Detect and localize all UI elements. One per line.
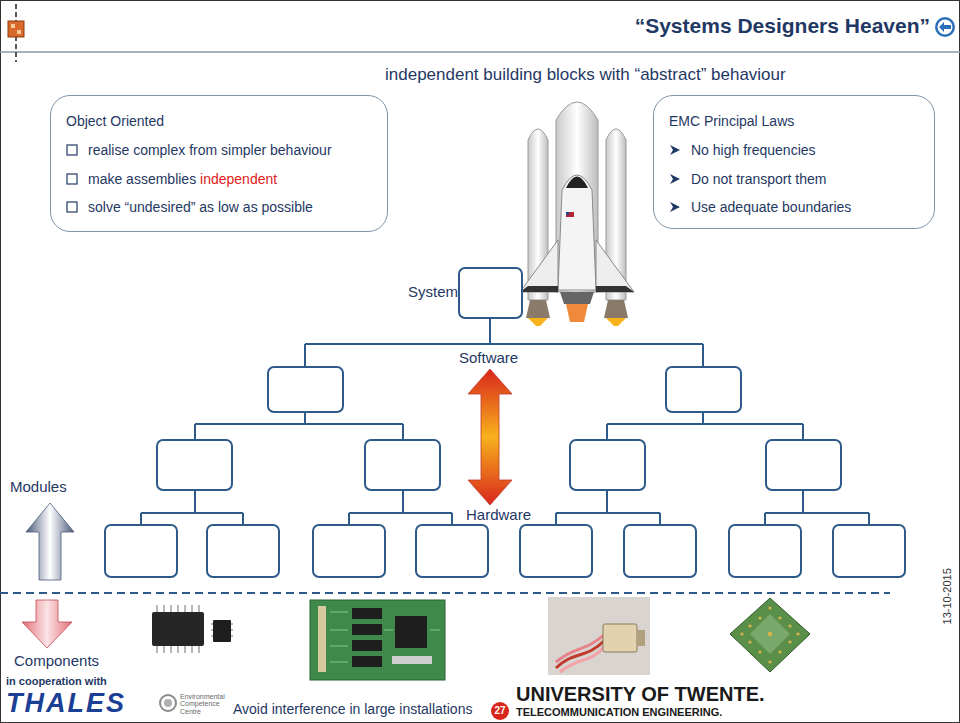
- double-arrow: [468, 369, 512, 505]
- page-number: 27: [491, 702, 509, 720]
- bullet-text: make assemblies: [88, 171, 196, 187]
- checkbox-bullet: [66, 144, 78, 156]
- cable-connector: [548, 597, 650, 675]
- down-arrow: [22, 600, 72, 648]
- bullet-text: Do not transport them: [691, 171, 826, 187]
- box-heading: Object Oriented: [66, 113, 164, 129]
- bullet-line: Use adequate boundaries: [669, 199, 920, 216]
- bullet-text: No high frequencies: [691, 142, 816, 158]
- checkbox-bullet: [66, 201, 78, 213]
- checkbox-bullet: [66, 173, 78, 185]
- arrow-bullet: [669, 173, 681, 185]
- slide-title: “Systems Designers Heaven”: [635, 14, 930, 38]
- hierarchy-tree: [105, 268, 905, 577]
- bullet-line: Do not transport them: [669, 171, 920, 188]
- level-label: Software: [457, 349, 520, 366]
- space-shuttle: [520, 102, 634, 326]
- subtitle: independent building blocks with “abstra…: [385, 65, 786, 85]
- level-label: Components: [14, 652, 99, 669]
- level-label: System: [408, 283, 458, 300]
- department-name: TELECOMMUNICATION ENGINEERING.: [516, 706, 722, 719]
- up-arrow: [26, 503, 74, 580]
- arrow-bullet: [669, 201, 681, 213]
- ic-chips: [152, 605, 233, 653]
- bullet-text: realise complex from simpler behaviour: [88, 142, 332, 158]
- bullet-text: solve “undesired” as low as possible: [88, 199, 313, 215]
- circuit-board: [310, 600, 445, 680]
- back-icon: [935, 17, 955, 37]
- bullet-text: independent: [200, 171, 277, 187]
- cooperation-note: in cooperation with: [6, 675, 107, 688]
- bullet-line: make assembliesindependent: [66, 171, 373, 188]
- date-stamp: 13-10-2015: [941, 564, 954, 628]
- box-heading-line: EMC Principal Laws: [669, 113, 920, 130]
- partner-logo: THALES: [6, 688, 126, 719]
- bullet-text: Use adequate boundaries: [691, 199, 851, 215]
- header-rule: [0, 51, 960, 53]
- bullet-line: realise complex from simpler behaviour: [66, 142, 373, 159]
- arrow-bullet: [669, 144, 681, 156]
- concept-box: Object Oriented realise complex from simp…: [50, 95, 388, 232]
- bullet-line: solve “undesired” as low as possible: [66, 199, 373, 216]
- partner-subtitle: Environmental Competence Centre: [180, 693, 228, 715]
- corner-icon: [8, 4, 24, 62]
- university-name: UNIVERSITY OF TWENTE.: [516, 683, 765, 706]
- bullet-line: No high frequencies: [669, 142, 920, 159]
- ecc-logo: [160, 695, 176, 711]
- cpu-package: [730, 598, 810, 672]
- level-label: Modules: [10, 478, 67, 495]
- box-heading: EMC Principal Laws: [669, 113, 794, 129]
- level-label: Hardware: [464, 506, 533, 523]
- box-heading-line: Object Oriented: [66, 113, 373, 130]
- rules-box: EMC Principal Laws No high frequencies Do …: [653, 95, 935, 229]
- footer-note: Avoid interference in large installation…: [233, 701, 472, 717]
- separator-line: [0, 592, 890, 594]
